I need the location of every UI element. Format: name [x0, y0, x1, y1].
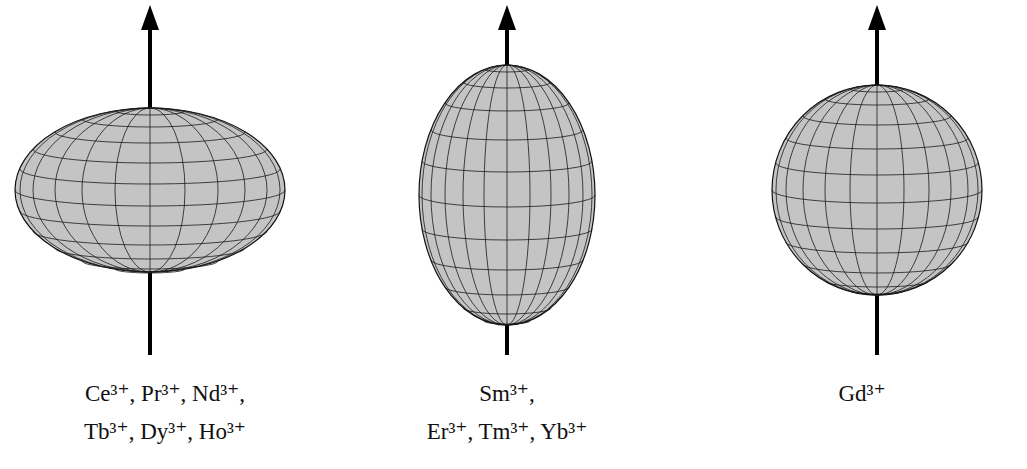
ion-label: Er³⁺, Tm³⁺, Yb³⁺: [347, 418, 667, 446]
prolate-ellipsoid: [419, 5, 595, 355]
ion-label: Sm³⁺,: [347, 380, 667, 408]
ion-label: Ce³⁺, Pr³⁺, Nd³⁺,: [5, 380, 325, 408]
ion-label: Tb³⁺, Dy³⁺, Ho³⁺: [5, 418, 325, 446]
sphere: [772, 5, 982, 355]
oblate-ellipsoid: [15, 5, 285, 355]
ion-label: Gd³⁺: [702, 380, 1022, 408]
